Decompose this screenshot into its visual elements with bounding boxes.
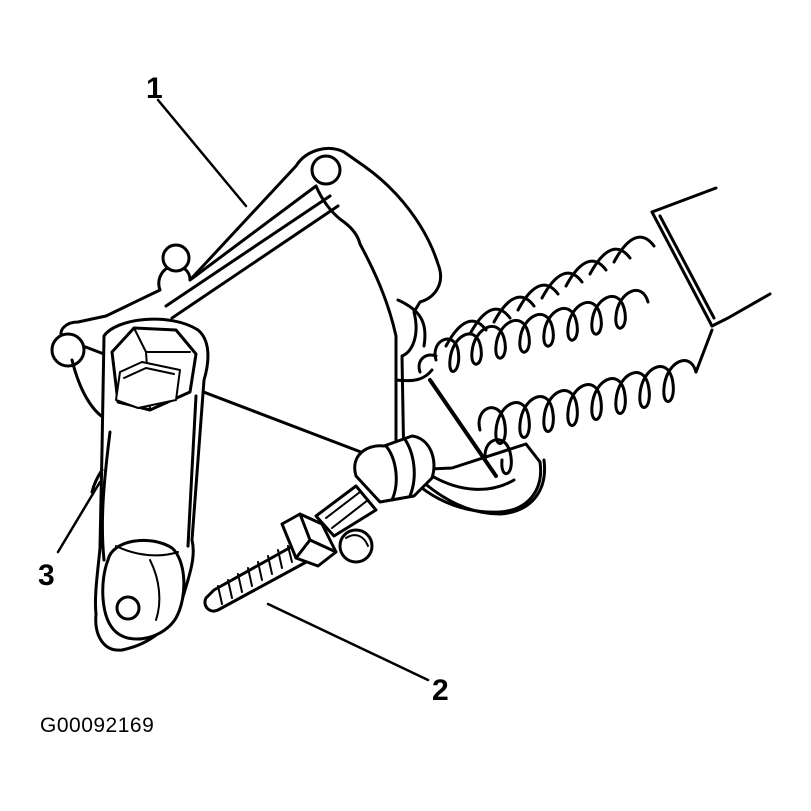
spring bbox=[417, 186, 772, 478]
leader-line-3 bbox=[56, 480, 102, 554]
leader-line-1 bbox=[156, 98, 248, 208]
callout-3: 3 bbox=[38, 559, 55, 592]
lever-arm bbox=[90, 317, 210, 652]
leader-line-2 bbox=[266, 602, 430, 682]
callout-2: 2 bbox=[432, 674, 449, 707]
bracket-plate bbox=[50, 147, 547, 516]
figure-id: G00092169 bbox=[40, 714, 155, 737]
callout-1: 1 bbox=[146, 72, 163, 105]
leader-lines bbox=[56, 98, 430, 682]
adjusting-screw bbox=[203, 434, 436, 613]
